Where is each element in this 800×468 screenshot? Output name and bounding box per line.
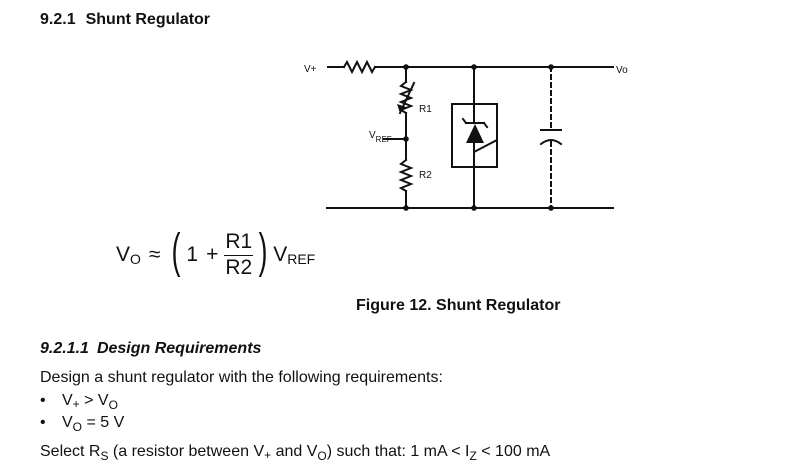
figure-caption: Figure 12. Shunt Regulator: [356, 297, 561, 314]
bullet-marker: •: [40, 392, 46, 409]
subsection-number: 9.2.1.1: [40, 340, 89, 357]
design-intro: Design a shunt regulator with the follow…: [40, 369, 443, 386]
equation-left-paren: (: [172, 225, 181, 278]
vplus-label: V+: [304, 64, 317, 75]
bullet-marker: •: [40, 414, 46, 431]
select-rs-text: Select RS (a resistor between V+ and VO)…: [40, 443, 551, 463]
equation-approx: ≈: [148, 243, 161, 266]
equation-lhs: V: [116, 243, 131, 266]
section-number: 9.2.1: [40, 11, 76, 28]
equation-plus: +: [206, 243, 219, 266]
r2-label: R2: [419, 170, 432, 181]
shunt-regulator-schematic: V+ Vo R1 R2 VREF: [304, 59, 628, 211]
equation-denominator: R2: [225, 255, 253, 279]
equation-one: 1: [186, 243, 199, 266]
equation-rhs-sub: REF: [287, 251, 316, 267]
subsection-heading: 9.2.1.1 Design Requirements: [40, 340, 261, 358]
vref-label: VREF: [369, 130, 392, 144]
vo-label: Vo: [616, 65, 628, 76]
equation-lhs-sub: O: [130, 251, 141, 267]
section-heading: 9.2.1 Shunt Regulator: [40, 11, 210, 29]
bullet-item-vplus: •V+ > VO: [40, 392, 118, 412]
bullet-item-vo: •VO = 5 V: [40, 414, 125, 434]
subsection-title: Design Requirements: [96, 340, 262, 357]
equation-right-paren: ): [258, 225, 268, 278]
equation-rhs: V: [273, 243, 288, 266]
r1-label: R1: [419, 104, 432, 115]
equation-fraction: R1 R2: [224, 231, 254, 279]
section-title: Shunt Regulator: [85, 11, 211, 28]
equation-numerator: R1: [224, 231, 254, 256]
